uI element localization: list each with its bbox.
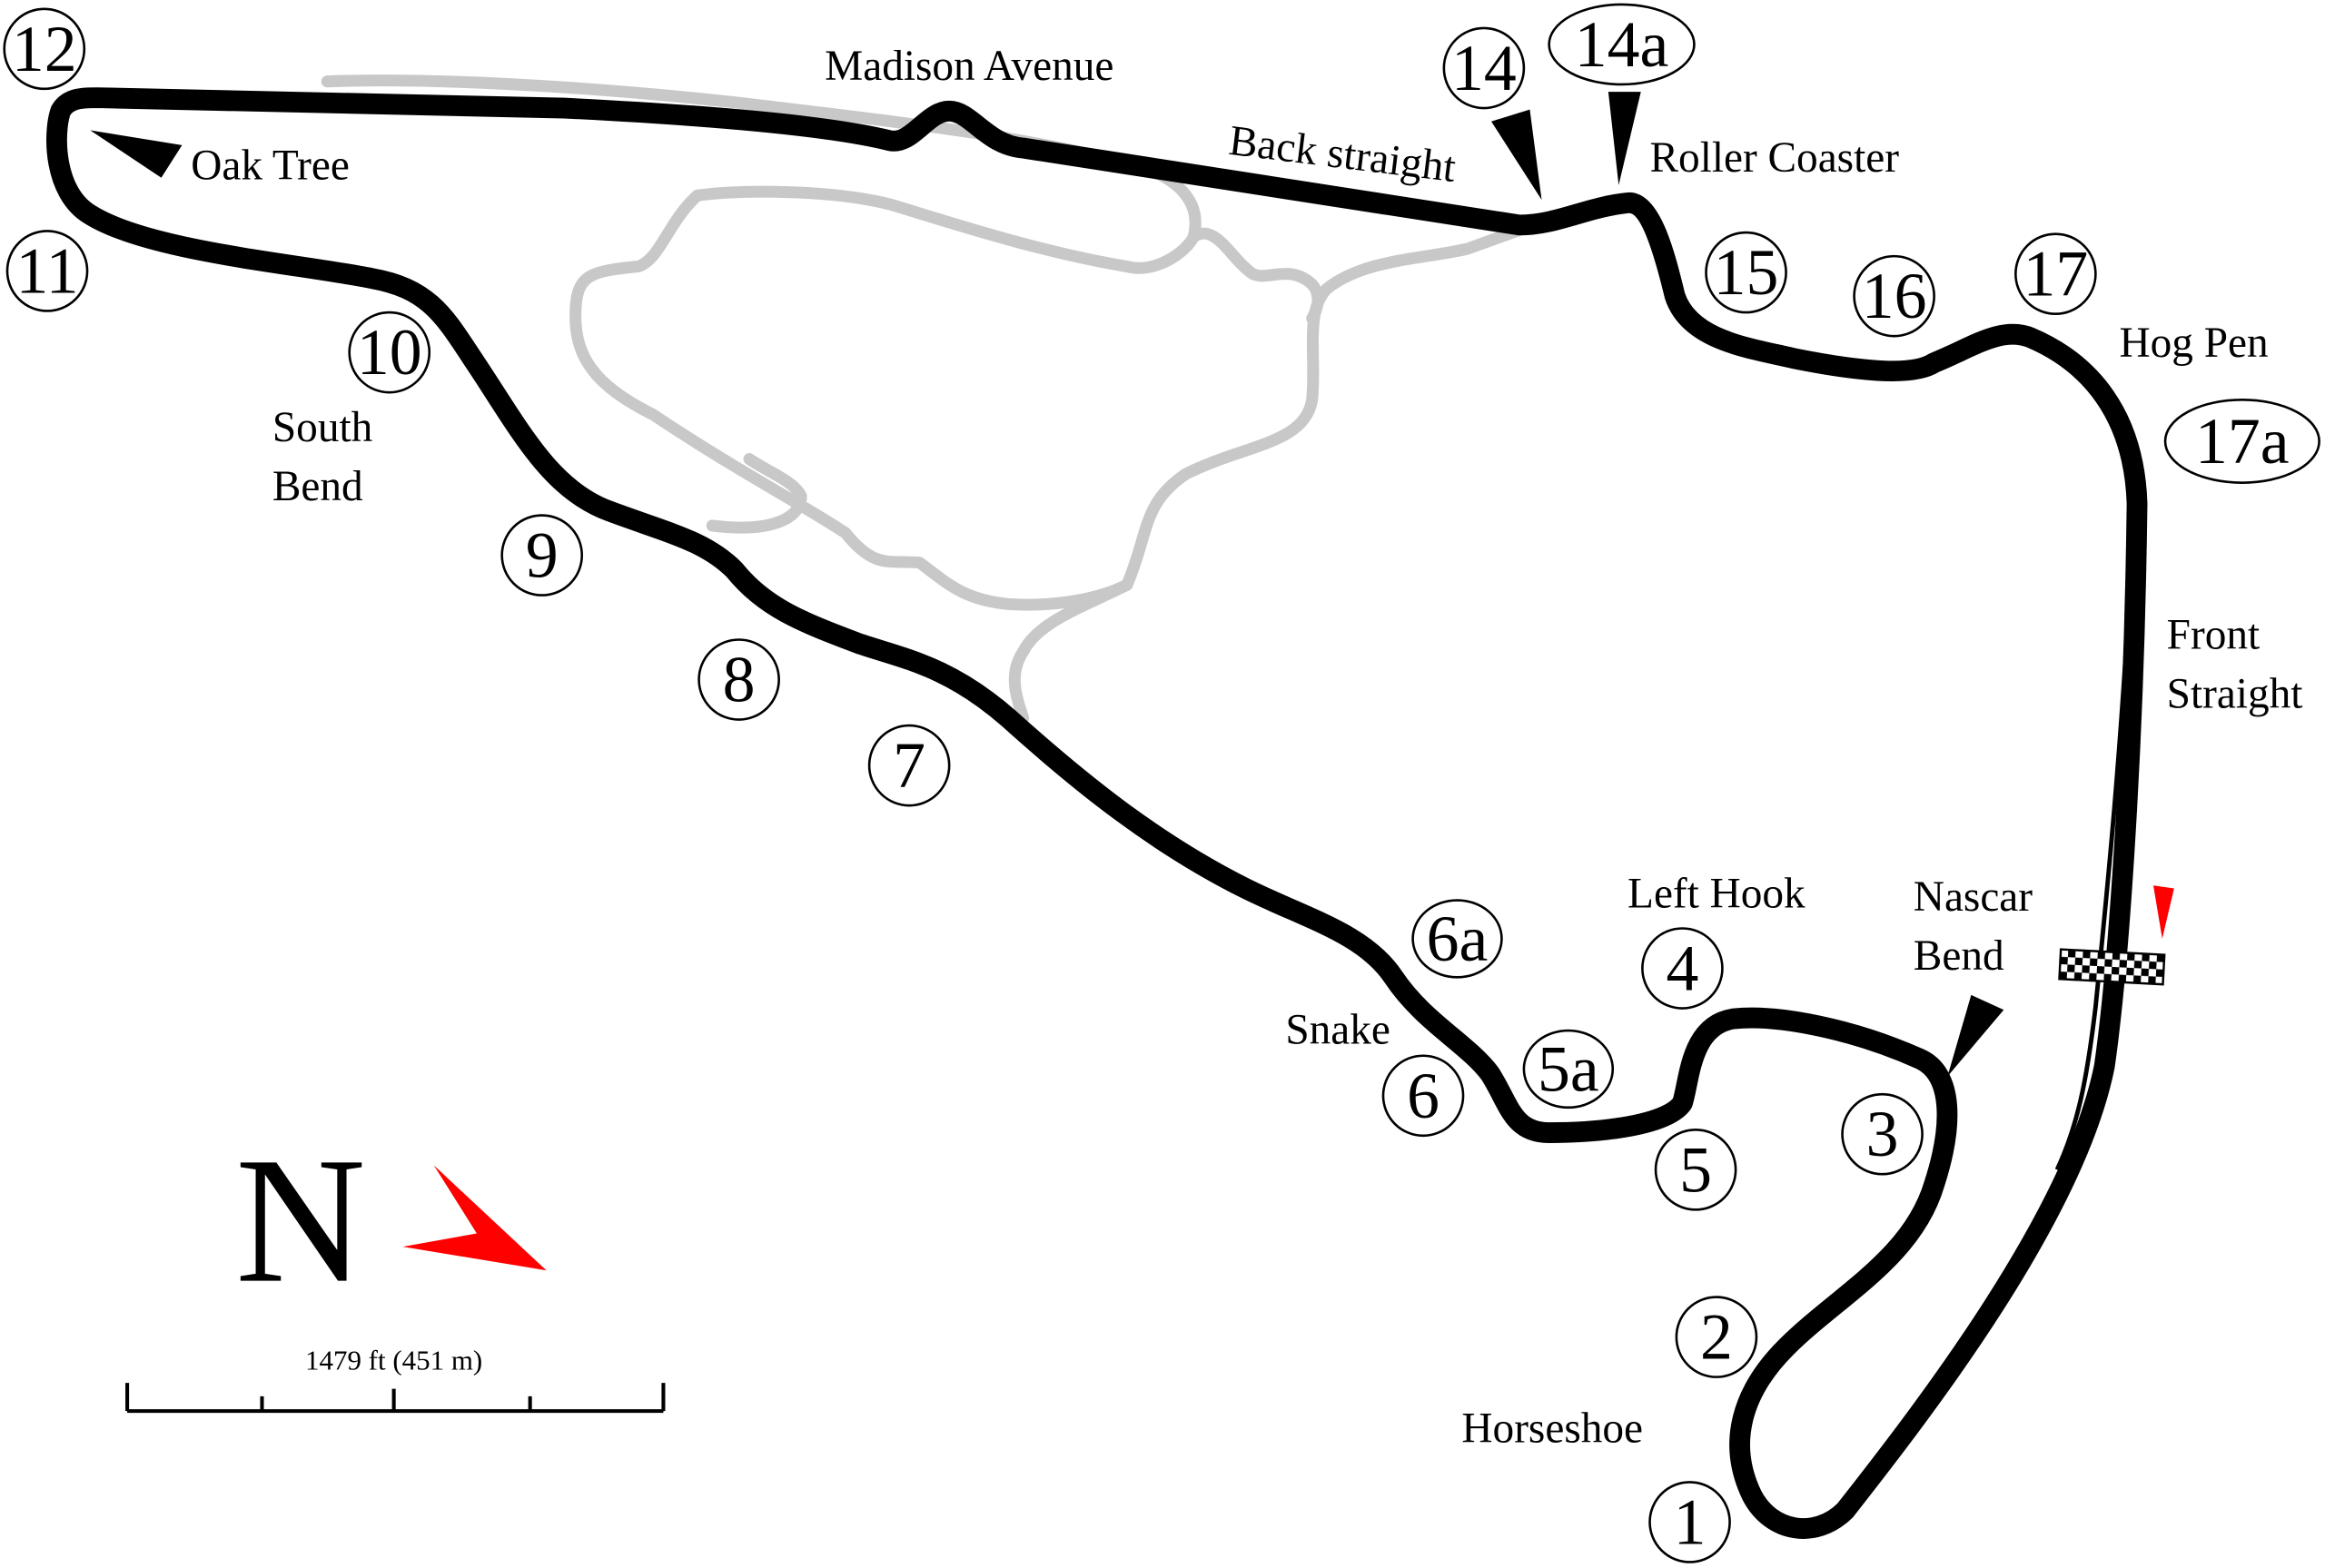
turn-number: 6a (1427, 902, 1489, 975)
turn-4: 4 (1641, 927, 1724, 1010)
turn-markers: 1 2 3 4 5 5a 6 6a 7 8 9 10 11 12 14 14a … (3, 3, 2320, 1563)
turn-number: 10 (357, 316, 422, 389)
main-track (46, 87, 2148, 1539)
direction-arrow-icon (2152, 885, 2174, 939)
label-hog-pen: Hog Pen (2119, 320, 2268, 367)
turn-5a: 5a (1522, 1029, 1615, 1109)
label-left-hook: Left Hook (1628, 871, 1806, 918)
label-front-straight: Front (2167, 611, 2260, 658)
turn-number: 17a (2195, 405, 2290, 478)
turn-5: 5 (1654, 1128, 1737, 1211)
turn-1: 1 (1648, 1481, 1731, 1563)
turn-number: 7 (893, 729, 925, 802)
turn-number: 15 (1714, 236, 1779, 309)
turn-15: 15 (1705, 231, 1787, 314)
turn-number: 4 (1666, 932, 1698, 1005)
turn-number: 11 (15, 234, 78, 307)
compass-north-label: N (235, 1121, 366, 1321)
turn-8: 8 (698, 638, 780, 721)
turn-3: 3 (1841, 1092, 1924, 1176)
turn-number: 3 (1866, 1098, 1899, 1170)
turn-16: 16 (1853, 254, 1935, 338)
north-arrow-icon (402, 1165, 547, 1271)
turn-6a: 6a (1411, 899, 1503, 979)
turn-number: 2 (1700, 1301, 1733, 1374)
label-horseshoe: Horseshoe (1461, 1405, 1643, 1452)
turn-17: 17 (2014, 232, 2097, 316)
scale-label: 1479 ft (451 m) (305, 1344, 482, 1376)
start-finish-line (2058, 948, 2166, 986)
turn-14: 14 (1442, 26, 1526, 110)
oak-tree-marker-icon (90, 130, 183, 178)
turn-number: 12 (12, 13, 77, 85)
label-south-bend: South (272, 404, 373, 451)
turn-14a: 14a (1548, 3, 1696, 86)
turn-9: 9 (500, 514, 584, 597)
label-oak-tree: Oak Tree (191, 142, 350, 189)
turn-number: 14 (1451, 32, 1517, 104)
turn-10: 10 (348, 311, 431, 394)
label-snake: Snake (1285, 1007, 1390, 1054)
turn-6: 6 (1381, 1054, 1465, 1138)
turn-number: 17 (2023, 238, 2088, 311)
label-front-straight: Straight (2167, 671, 2303, 718)
turn-number: 5 (1679, 1133, 1712, 1206)
turn-number: 5a (1538, 1032, 1599, 1105)
scale-bar (125, 1383, 666, 1414)
label-madison-avenue: Madison Avenue (825, 43, 1113, 90)
label-roller-coaster: Roller Coaster (1650, 134, 1900, 182)
turn-7: 7 (867, 724, 951, 807)
label-nascar-bend: Bend (1914, 932, 2004, 980)
turn-number: 6 (1407, 1060, 1440, 1132)
turn-number: 8 (723, 644, 756, 716)
turn-2: 2 (1675, 1296, 1758, 1378)
label-nascar-bend: Nascar (1914, 873, 2033, 921)
turn-17a: 17a (2163, 399, 2320, 484)
label-south-bend: Bend (272, 463, 363, 510)
turn-number: 1 (1674, 1485, 1707, 1558)
turn-number: 16 (1862, 260, 1927, 332)
turn-14a-marker-icon (1608, 92, 1641, 185)
nascar-bend-marker-icon (1947, 994, 2004, 1077)
turn-number: 14a (1575, 8, 1669, 81)
turn-number: 9 (526, 519, 559, 592)
turn-12: 12 (3, 7, 86, 91)
turn-11: 11 (5, 230, 89, 312)
turn-14-marker-icon (1491, 109, 1542, 201)
